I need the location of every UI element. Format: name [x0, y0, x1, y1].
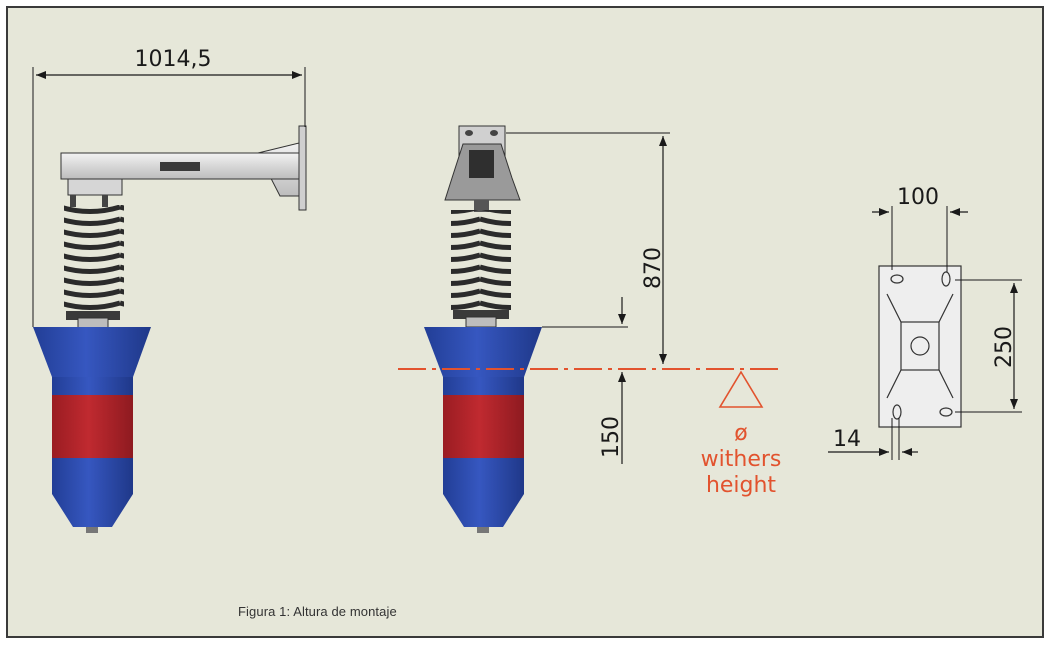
figure-caption: Figura 1: Altura de montaje — [238, 604, 397, 619]
withers-symbol: ø — [734, 421, 747, 446]
dimension-250: 250 — [955, 279, 1022, 413]
front-view-unit — [424, 125, 542, 533]
dim-150: 150 — [599, 416, 624, 458]
dimension-100: 100 — [872, 185, 968, 272]
dim-arm-length: 1014,5 — [135, 47, 212, 72]
spring-front — [451, 210, 511, 310]
front-body-red-band — [443, 395, 524, 460]
dimension-14: 14 — [828, 418, 918, 460]
dimension-150: 150 — [542, 297, 628, 464]
dimension-870: 870 — [506, 132, 670, 364]
withers-label-line2: height — [706, 473, 776, 498]
drop-bracket — [67, 178, 123, 196]
mounting-plate — [878, 265, 962, 428]
withers-triangle-icon — [718, 370, 764, 408]
body-top-blue — [33, 327, 151, 377]
figure-frame — [6, 6, 1044, 638]
side-view-unit — [33, 125, 307, 533]
bracket-block — [469, 150, 494, 178]
plate-outline — [878, 265, 962, 428]
dim-14: 14 — [833, 427, 861, 452]
body-red-band — [52, 395, 133, 460]
arm-label-plate — [160, 162, 200, 171]
front-body-bottom-blue — [443, 458, 524, 527]
dimension-arm-length: 1014,5 — [32, 47, 306, 327]
withers-marker: ø withers height — [398, 368, 782, 498]
dim-870: 870 — [641, 247, 666, 289]
dim-250: 250 — [992, 326, 1017, 368]
wall-flange — [298, 125, 307, 211]
dim-100: 100 — [897, 185, 939, 210]
withers-label-line1: withers — [701, 447, 782, 472]
spring — [64, 205, 124, 311]
front-body-top-blue — [424, 327, 542, 377]
body-bottom-blue — [52, 458, 133, 527]
